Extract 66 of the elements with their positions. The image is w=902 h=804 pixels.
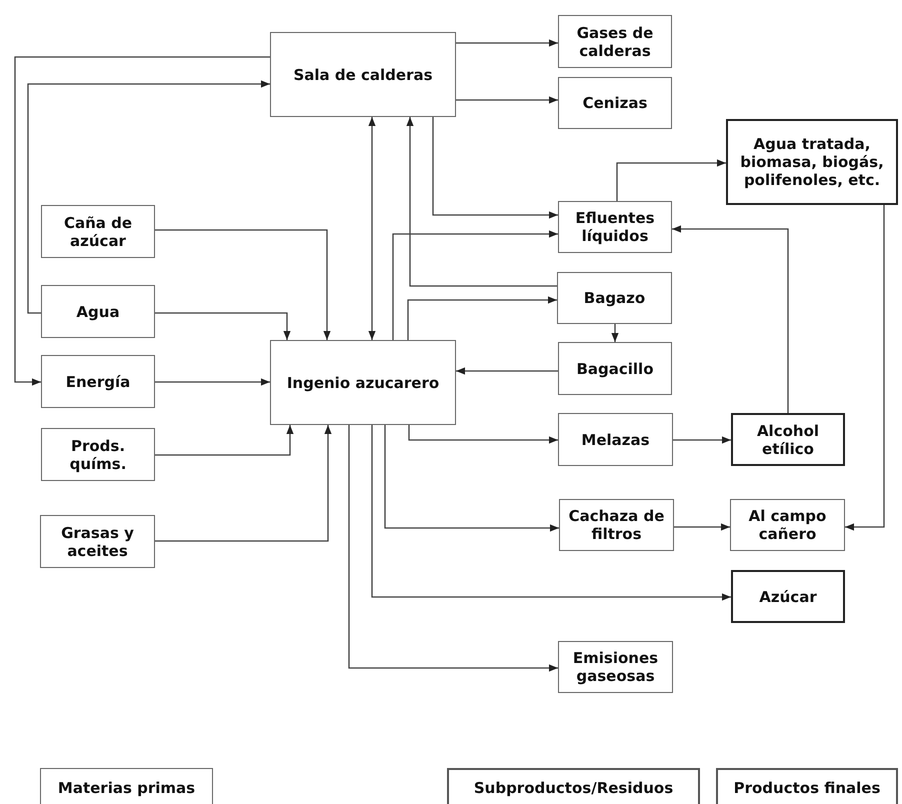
- process-box: [41, 205, 155, 258]
- box-label: Agua: [76, 302, 120, 320]
- arrow: [456, 96, 558, 104]
- arrow: [611, 324, 619, 342]
- arrow: [392, 230, 558, 340]
- legend-label: Materias primas: [58, 778, 196, 799]
- arrow: [408, 425, 558, 444]
- box-label: Emisiones gaseosas: [572, 649, 660, 685]
- arrow: [674, 523, 730, 531]
- arrow: [371, 425, 731, 601]
- box-label: Melazas: [581, 430, 650, 448]
- arrow: [155, 425, 294, 456]
- process-box: [40, 515, 155, 568]
- arrow: [456, 367, 558, 375]
- process-box: [557, 272, 672, 324]
- arrow: [456, 39, 558, 47]
- box-label: Cachaza de filtros: [568, 507, 666, 543]
- box-label: Al campo cañero: [748, 507, 828, 543]
- arrow: [432, 117, 558, 219]
- arrow: [384, 425, 559, 532]
- process-box: [558, 201, 672, 253]
- arrow: [672, 225, 789, 413]
- box-label: Cenizas: [582, 94, 648, 112]
- arrow: [155, 425, 332, 542]
- process-box: [558, 15, 672, 68]
- arrow: [27, 80, 270, 314]
- arrow: [155, 312, 291, 340]
- arrow: [407, 296, 557, 340]
- arrow: [155, 229, 331, 340]
- process-box: [558, 641, 673, 693]
- process-box: [270, 32, 456, 117]
- arrow: [14, 56, 270, 386]
- box-label: Gases de calderas: [576, 24, 654, 60]
- process-box: [41, 428, 155, 481]
- box-label: Ingenio azucarero: [286, 374, 440, 392]
- box-label: Azúcar: [759, 588, 817, 606]
- box-label: Prods. químs.: [68, 436, 128, 472]
- process-box: [731, 413, 845, 466]
- legend-label: Subproductos/Residuos: [474, 778, 674, 799]
- arrow: [155, 378, 270, 386]
- box-label: Grasas y aceites: [60, 524, 135, 560]
- box-label: Alcohol etílico: [756, 422, 820, 458]
- process-box: [558, 342, 672, 395]
- process-box: [270, 340, 456, 425]
- process-box: [558, 77, 672, 129]
- process-box: [730, 499, 845, 551]
- box-label: Caña de azúcar: [62, 214, 134, 250]
- legend-label: Productos finales: [734, 778, 880, 799]
- arrow: [673, 436, 731, 444]
- process-box: [41, 355, 155, 408]
- process-box: [731, 570, 845, 623]
- box-label: Energía: [66, 372, 130, 390]
- process-box: [559, 499, 674, 551]
- arrow: [406, 117, 557, 287]
- box-label: Bagazo: [584, 289, 646, 307]
- box-label: Sala de calderas: [293, 66, 433, 84]
- arrow: [348, 425, 558, 672]
- process-box: [726, 119, 898, 205]
- box-label: Agua tratada, biomasa, biogás, polifenoles, etc.: [739, 135, 885, 189]
- box-label: Bagacillo: [576, 360, 654, 378]
- arrow: [616, 159, 726, 201]
- process-box: [41, 285, 155, 338]
- arrow: [368, 117, 376, 340]
- process-box: [558, 413, 673, 466]
- arrow: [845, 205, 885, 531]
- box-label: Efluentes líquidos: [574, 209, 656, 245]
